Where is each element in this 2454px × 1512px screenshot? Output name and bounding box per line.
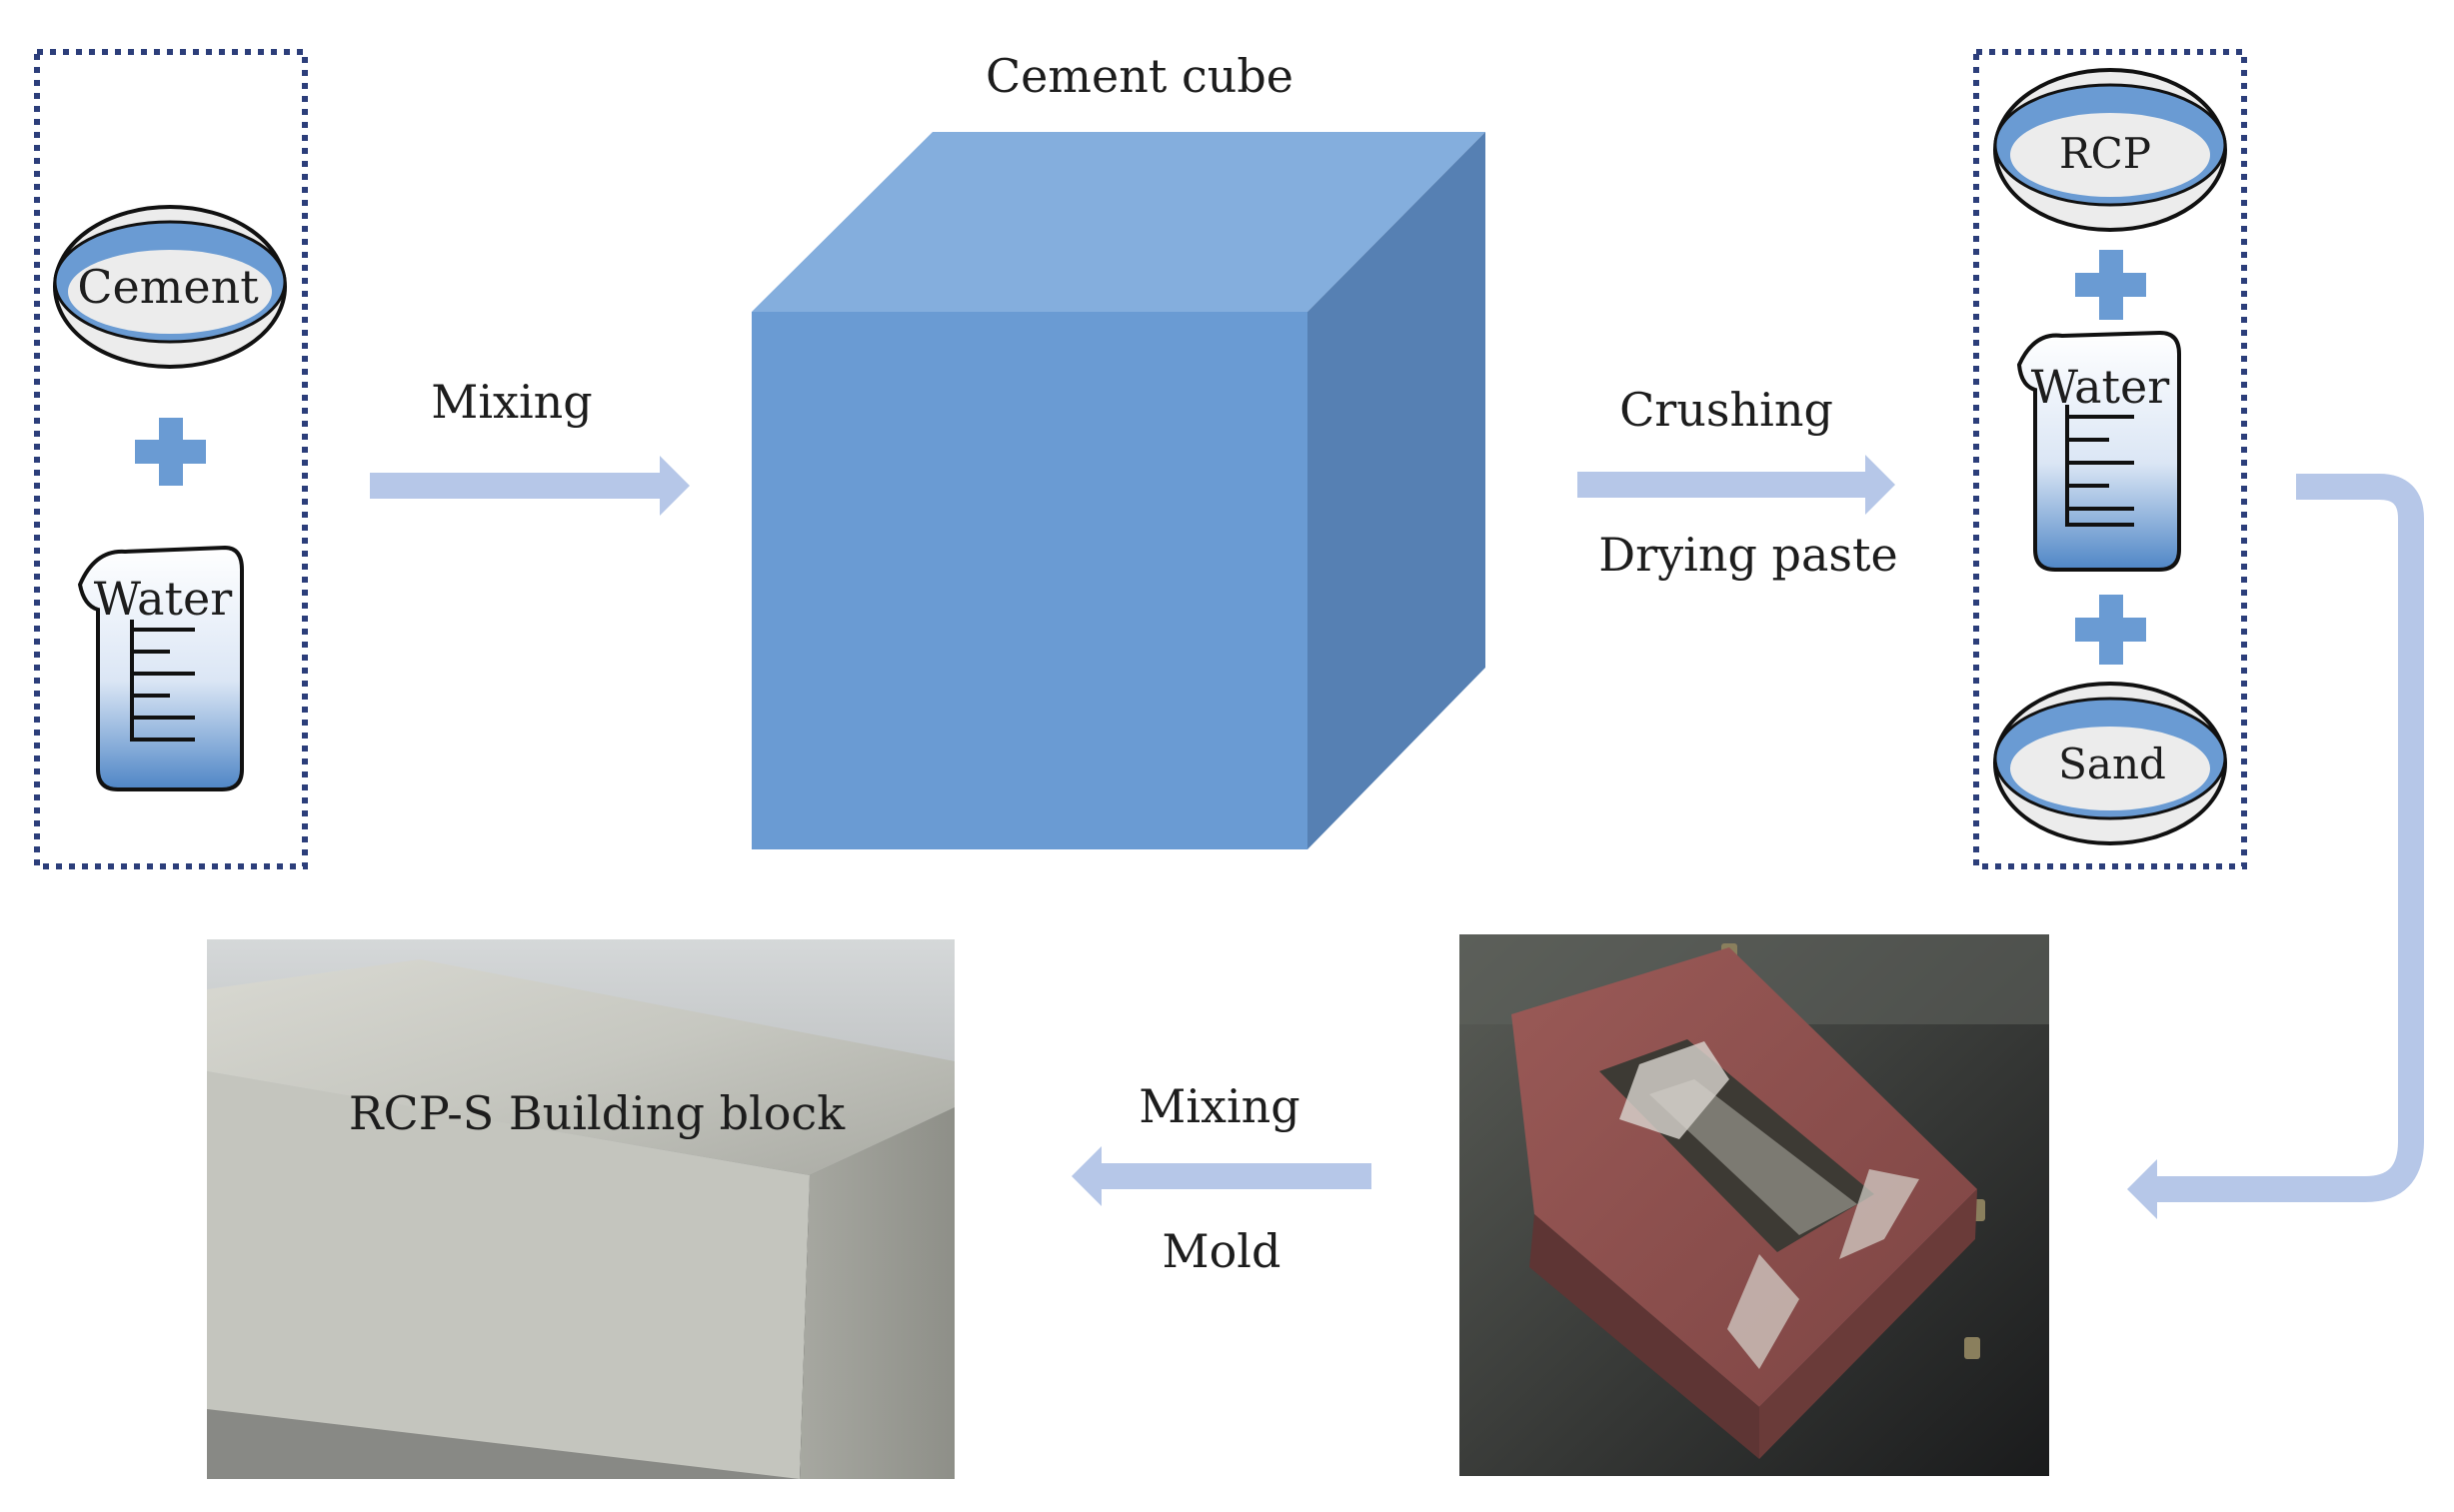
mold-photo xyxy=(1459,934,2049,1476)
mortar-residue xyxy=(1619,1041,1729,1139)
arrow-mixing-left xyxy=(1072,1146,1371,1206)
block-end-face xyxy=(800,1107,955,1479)
block-top-face xyxy=(207,959,955,1175)
sand-bowl-icon xyxy=(1993,682,2227,845)
mixing-label-bottom: Mixing xyxy=(1139,1079,1300,1133)
mixing-label-top: Mixing xyxy=(431,375,593,429)
crushing-label: Crushing xyxy=(1619,383,1833,437)
cement-cube xyxy=(752,132,1485,849)
arrow-curved-down-left xyxy=(2127,474,2424,1219)
rcp-label: RCP xyxy=(2059,129,2151,178)
cube-top-face xyxy=(752,132,1485,312)
mortar-residue xyxy=(1839,1169,1919,1259)
water-beaker-icon xyxy=(77,545,244,791)
building-block-label: RCP-S Building block xyxy=(349,1086,846,1140)
water-label-left: Water xyxy=(94,572,232,626)
cube-title: Cement cube xyxy=(986,49,1293,103)
mortar-residue xyxy=(1727,1254,1799,1369)
left-ingredient-box xyxy=(34,49,308,869)
plus-icon xyxy=(2075,250,2146,320)
plus-icon xyxy=(2075,595,2146,665)
building-block-photo xyxy=(207,939,955,1479)
mold-cavity-floor xyxy=(1649,1079,1857,1235)
mold-label: Mold xyxy=(1163,1224,1281,1278)
cube-front-face xyxy=(752,312,1307,849)
mold-front-face xyxy=(1529,1214,1759,1459)
cement-label: Cement xyxy=(77,260,259,314)
arrow-mixing-right xyxy=(370,456,690,516)
drying-paste-label: Drying paste xyxy=(1598,528,1897,582)
block-long-face xyxy=(207,1071,810,1479)
water-label-right: Water xyxy=(2031,360,2169,414)
cement-bowl-icon xyxy=(53,205,287,369)
cube-side-face xyxy=(1307,132,1485,849)
sand-label: Sand xyxy=(2058,740,2166,788)
water-beaker-icon xyxy=(2016,330,2181,572)
arrow-crushing-right xyxy=(1577,455,1895,515)
block-shadow xyxy=(207,1409,800,1479)
rcp-bowl-icon xyxy=(1993,68,2227,232)
plus-icon xyxy=(135,418,206,486)
mold-right-face xyxy=(1759,1189,1977,1459)
right-ingredient-box xyxy=(1973,49,2247,869)
